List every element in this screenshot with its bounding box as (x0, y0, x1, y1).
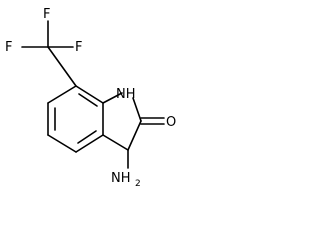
atom-nh: NH (116, 87, 136, 102)
bond-c7a-n (102, 92, 123, 104)
bond-cf3-ring (47, 46, 77, 87)
atom-fluorine-left: F (5, 40, 12, 55)
structure-canvas: F F F NH O NH 2 (5, 7, 177, 189)
atom-fluorine-right: F (75, 40, 82, 55)
bond-ring-6 (47, 85, 77, 104)
bond-c3-c3a (102, 134, 129, 151)
bond-ring-double-2 (77, 130, 97, 144)
bond-ring-1 (75, 85, 104, 104)
bond-n-c2 (132, 97, 142, 122)
atom-amino-n: NH (111, 171, 131, 186)
bond-ring-4 (47, 134, 77, 153)
molecule-diagram: F F F NH O NH 2 (5, 7, 176, 189)
atom-fluorine-top: F (43, 7, 50, 22)
bond-ring-double-1 (78, 93, 98, 107)
bond-c2-c3 (127, 120, 142, 151)
bond-ring-3 (75, 134, 104, 153)
atom-amino-subscript: 2 (135, 179, 141, 189)
atom-oxygen: O (166, 115, 176, 130)
